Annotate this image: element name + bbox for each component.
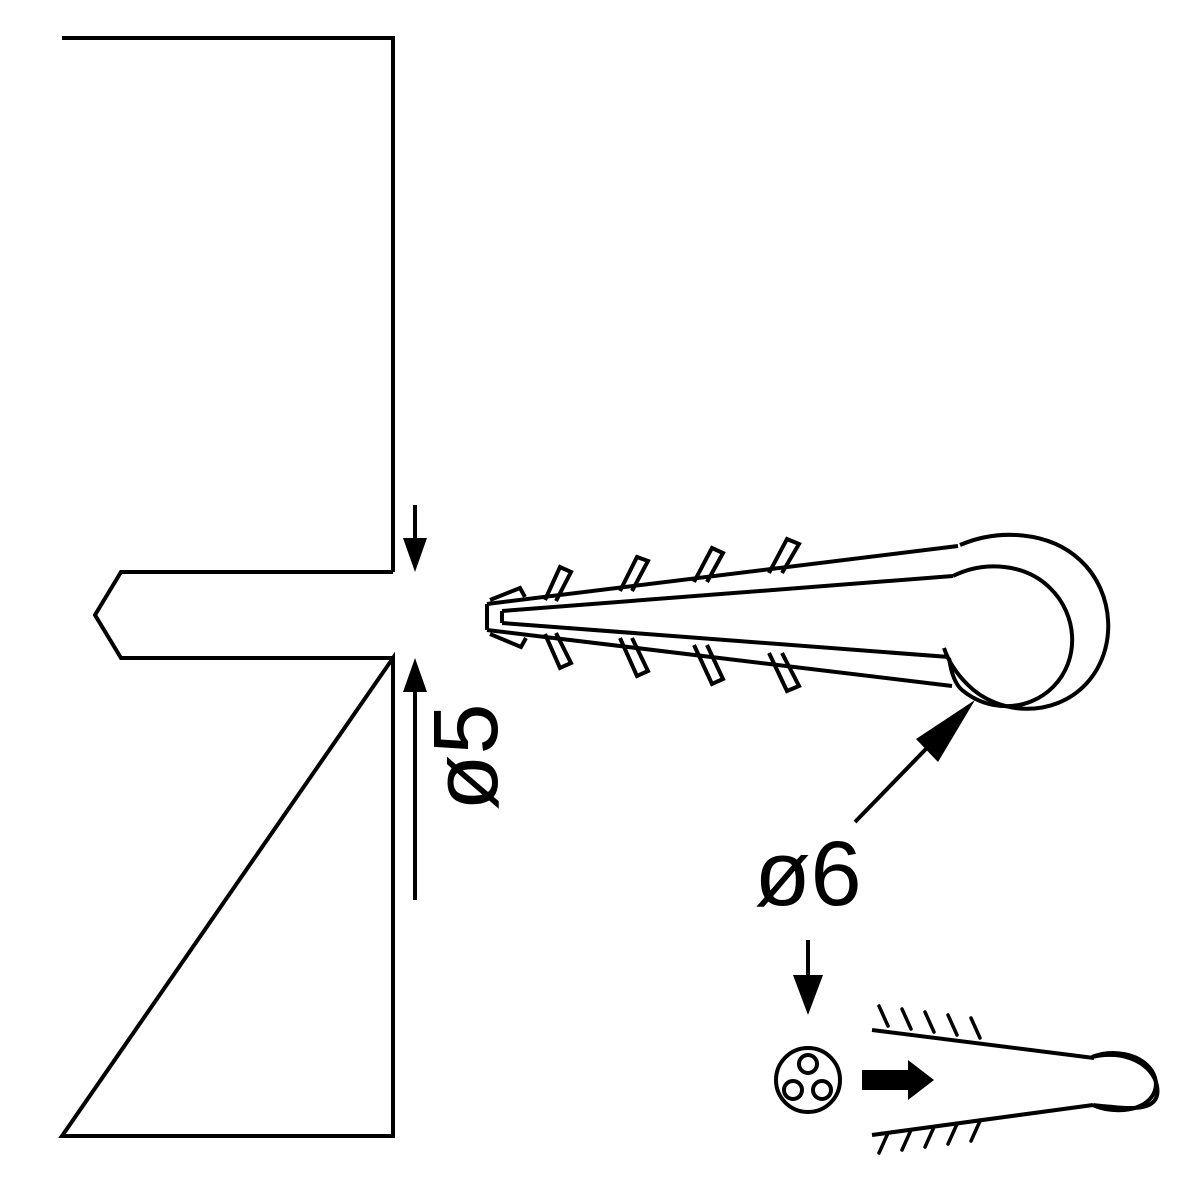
wall-plug <box>485 532 1111 711</box>
drill-bit-cross-section <box>774 1046 842 1114</box>
plug-diameter-label: ø6 <box>754 823 861 925</box>
drilled-hole <box>92 570 393 660</box>
insertion-arrow <box>862 1060 934 1100</box>
wall-panel <box>58 36 395 1138</box>
hole-diameter-label: ø5 <box>415 703 517 810</box>
dimension-hole-diameter: ø5 <box>403 505 517 900</box>
wall-plug-small <box>871 1004 1160 1155</box>
plug-diameter-leader: ø6 <box>754 700 975 925</box>
down-arrow <box>793 940 823 1015</box>
